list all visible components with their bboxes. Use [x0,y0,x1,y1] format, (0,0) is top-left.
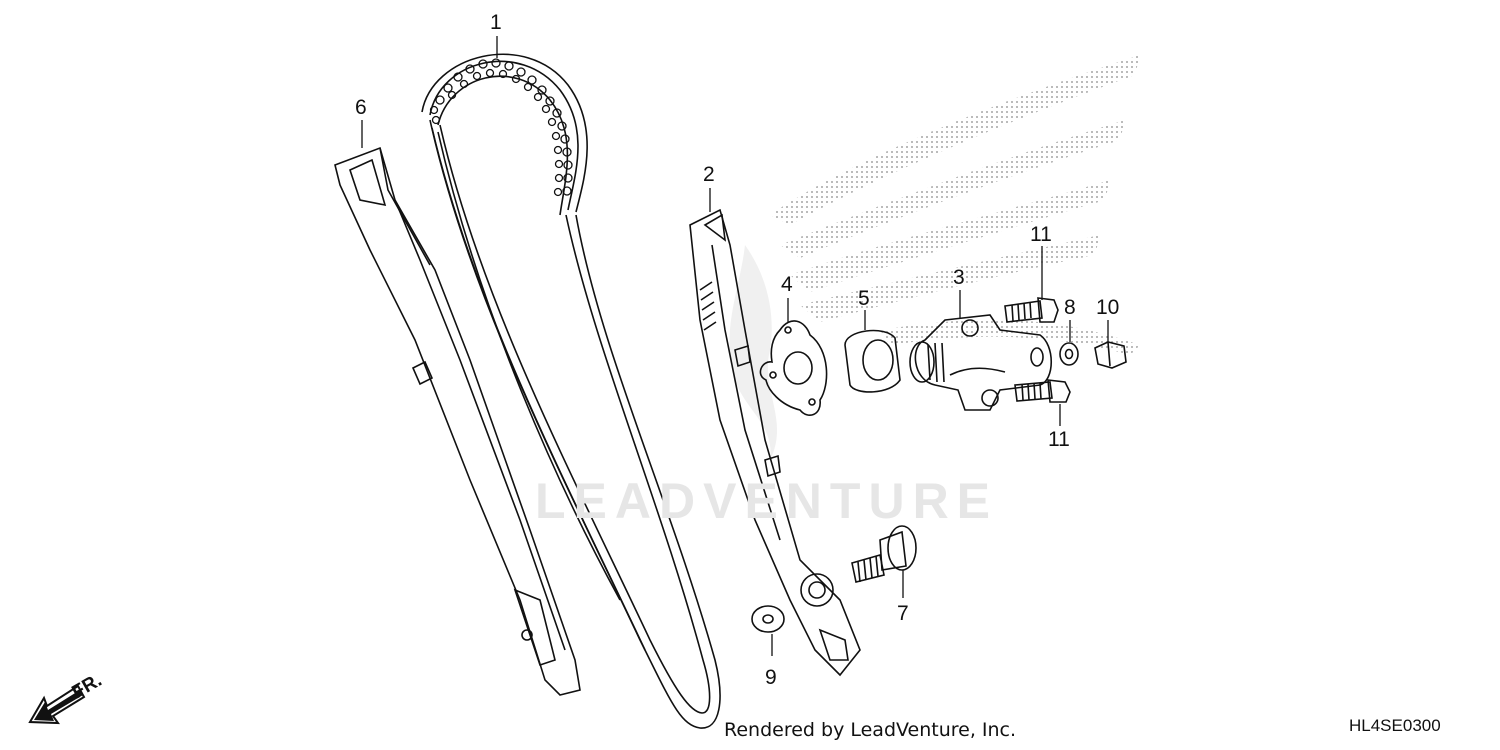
washer-9 [751,605,785,633]
tensioner-lifter [909,314,1052,411]
pivot-bolt [851,525,917,583]
callout-6: 6 [355,96,367,119]
wing-logo [729,55,1140,460]
cam-chain [421,53,721,729]
callout-9: 9 [765,666,777,689]
bolt-11-upper [1004,297,1059,323]
callout-7: 7 [897,602,909,625]
callout-2: 2 [703,163,715,186]
footer-credit: Rendered by LeadVenture, Inc. [724,719,1017,741]
tensioner-slipper [689,208,861,677]
watermark: LEADVENTURE [535,473,999,529]
leader-lines [361,36,1109,656]
callout-8: 8 [1064,296,1076,319]
callout-11-lower: 11 [1048,428,1070,451]
callout-4: 4 [781,273,793,296]
diagram-code: HL4SE0300 [1349,716,1441,735]
chain-links [429,58,573,197]
bolt-11-lower [1014,379,1071,403]
callout-3: 3 [953,266,965,289]
gasket [759,320,828,416]
tensioner-cap [844,329,901,393]
callout-1: 1 [490,11,502,34]
callout-11-upper: 11 [1030,223,1052,246]
front-direction-arrow-icon [28,684,86,725]
callout-10: 10 [1096,296,1120,319]
washer-8 [1059,342,1079,366]
callout-5: 5 [858,287,870,310]
chain-guide [334,146,581,696]
